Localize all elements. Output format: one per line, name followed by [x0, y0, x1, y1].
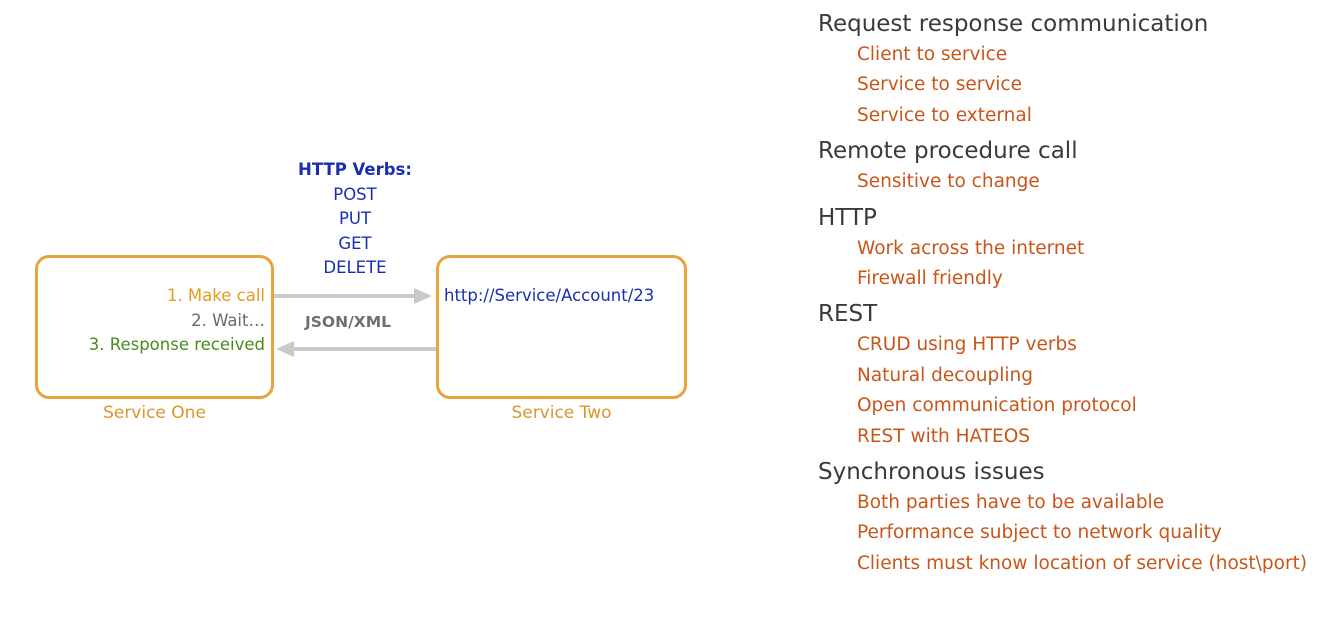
list-item: Firewall friendly — [857, 268, 1003, 290]
list-item: Service to service — [857, 74, 1022, 96]
section-title: HTTP — [818, 204, 877, 231]
http-verbs-header: HTTP Verbs: — [298, 160, 412, 179]
verb-post: POST — [333, 184, 377, 204]
list-item: CRUD using HTTP verbs — [857, 334, 1077, 356]
service-one-label: Service One — [103, 403, 206, 423]
service-two-label: Service Two — [511, 403, 612, 423]
service-one-box — [35, 255, 274, 399]
step-response-received: 3. Response received — [88, 335, 265, 354]
list-item: REST with HATEOS — [857, 425, 1031, 447]
list-item: Performance subject to network quality — [857, 522, 1222, 544]
topic-outline: Request response communication Client to… — [818, 8, 1335, 583]
list-item: Service to external — [857, 104, 1032, 126]
section-title: REST — [818, 301, 878, 328]
section-rest: REST CRUD using HTTP verbs Natural decou… — [818, 298, 1335, 452]
list-item: Client to service — [857, 44, 1008, 65]
service-two-box — [436, 255, 687, 399]
section-request-response: Request response communication Client to… — [818, 8, 1335, 131]
list-item: Sensitive to change — [857, 171, 1040, 193]
verb-put: PUT — [338, 209, 372, 229]
section-rpc: Remote procedure call Sensitive to chang… — [818, 135, 1335, 197]
list-item: Work across the internet — [857, 237, 1085, 259]
section-http: HTTP Work across the internet Firewall f… — [818, 202, 1335, 295]
list-item: Natural decoupling — [857, 364, 1033, 386]
list-item: Open communication protocol — [857, 395, 1137, 417]
step-wait: 2. Wait… — [191, 311, 265, 330]
arrows-layer — [274, 288, 436, 357]
section-title: Synchronous issues — [818, 459, 1045, 486]
verb-delete: DELETE — [323, 258, 387, 278]
section-title: Remote procedure call — [818, 138, 1078, 165]
verb-get: GET — [338, 233, 372, 253]
response-arrow — [276, 341, 436, 357]
section-synchronous-issues: Synchronous issues Both parties have to … — [818, 456, 1335, 579]
section-title: Request response communication — [818, 11, 1209, 37]
list-item: Clients must know location of service (h… — [857, 552, 1308, 574]
request-arrow — [274, 288, 432, 304]
http-verbs-list: HTTP Verbs: POST PUT GET DELETE — [285, 158, 425, 281]
format-label: JSON/XML — [305, 313, 391, 331]
step-make-call: 1. Make call — [166, 286, 265, 305]
list-item: Both parties have to be available — [857, 492, 1165, 514]
service-url: http://Service/Account/23 — [444, 286, 655, 305]
